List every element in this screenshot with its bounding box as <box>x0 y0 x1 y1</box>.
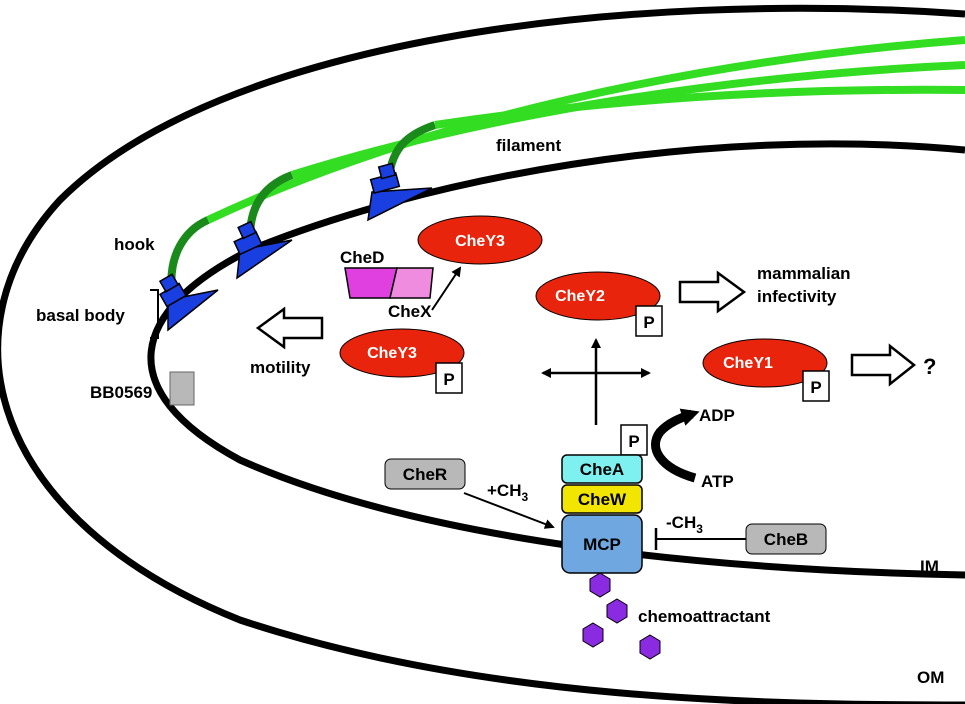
chea-label: CheA <box>580 460 624 479</box>
motility-label: motility <box>250 358 311 377</box>
ched-shape <box>344 267 398 299</box>
mammalian-arrow <box>678 270 747 314</box>
chey3-top <box>417 215 543 265</box>
chemoattractant-label: chemoattractant <box>638 607 771 626</box>
chey3-left-phospho: P <box>443 370 454 389</box>
hexagon-4 <box>639 634 661 660</box>
bb0569-box <box>169 371 195 406</box>
plus-ch3-label: +CH3 <box>487 481 528 504</box>
chey1-arrow <box>850 343 917 387</box>
chex-to-chey3-arrow <box>431 266 462 311</box>
atp-adp-arrow <box>651 408 700 483</box>
chey1-label: CheY1 <box>723 355 773 372</box>
filament-label: filament <box>496 136 562 155</box>
chey1-phospho: P <box>810 378 821 397</box>
ched-label: CheD <box>340 248 384 267</box>
chew-label: CheW <box>578 490 627 509</box>
mcp-label: MCP <box>583 535 621 554</box>
im-label: IM <box>920 557 939 576</box>
question-label: ? <box>923 354 936 379</box>
hexagon-3 <box>582 622 604 648</box>
chew-box <box>561 484 643 514</box>
chey3-left <box>339 328 465 378</box>
chey1 <box>702 338 828 388</box>
cher-box <box>384 458 466 490</box>
chey2-phospho: P <box>643 313 654 332</box>
basal-body-3 <box>367 162 433 222</box>
chea-box <box>561 454 643 484</box>
cher-label: CheR <box>403 465 447 484</box>
chemoattractant-molecules <box>582 572 661 660</box>
basal-body-bracket <box>150 289 159 339</box>
phosphotransfer-cross-arrows <box>541 338 651 425</box>
chey3-top-label: CheY3 <box>455 233 505 250</box>
hexagon-2 <box>606 598 628 624</box>
adp-label: ADP <box>699 406 735 425</box>
motility-arrow <box>255 306 324 350</box>
chex-shape <box>389 267 434 299</box>
cher-arrow <box>463 492 555 529</box>
minus-ch3-label: -CH3 <box>666 513 703 536</box>
chey2-label: CheY2 <box>555 288 605 305</box>
chex-label: CheX <box>388 302 432 321</box>
atp-label: ATP <box>701 472 734 491</box>
basal-body-label: basal body <box>36 306 125 325</box>
cheb-label: CheB <box>764 530 808 549</box>
mcp-box <box>561 514 643 574</box>
basal-body-2 <box>233 220 293 280</box>
hook-label: hook <box>114 235 155 254</box>
hexagon-1 <box>589 572 611 598</box>
chey3-left-label: CheY3 <box>367 345 417 362</box>
om-label: OM <box>917 668 944 687</box>
mammalian-label: mammalian <box>757 264 851 283</box>
bb0569-label: BB0569 <box>90 383 152 402</box>
outer-membrane <box>0 4 965 704</box>
chea-phospho: P <box>628 432 639 451</box>
infectivity-label: infectivity <box>757 287 837 306</box>
chey2 <box>535 271 661 321</box>
basal-body-1 <box>158 273 219 332</box>
